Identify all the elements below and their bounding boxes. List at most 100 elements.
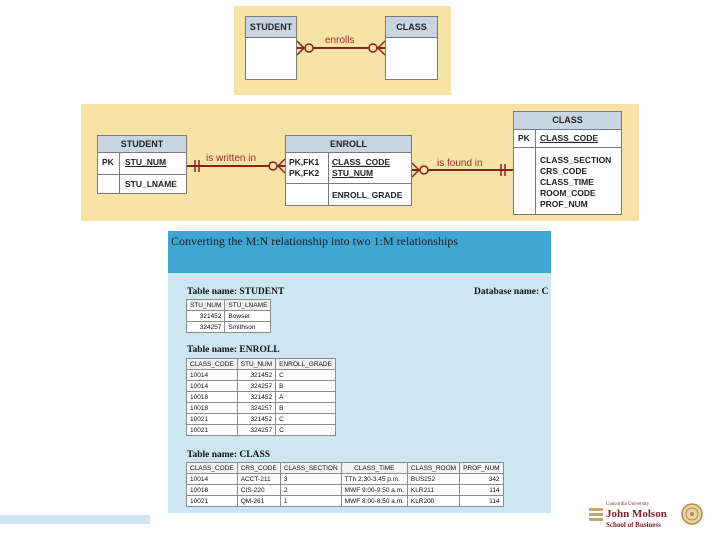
student-table-label: Table name: STUDENT (187, 287, 285, 297)
panel-title: Converting the M:N relationship into two… (171, 234, 458, 248)
column-header: CLASS_CODE (186, 358, 238, 370)
logo-line-name: John Molson (606, 508, 667, 520)
table-row: 321452 Bowser (185, 310, 272, 322)
table-row: 10014 324257 B (186, 380, 336, 392)
cell: 10014 (186, 473, 238, 485)
entity-title: ENROLL (286, 136, 411, 153)
cell: 10018 (186, 391, 238, 403)
attr-stu-num: STU_NUM (332, 168, 374, 178)
table-row: 10021 321452 C (186, 413, 336, 425)
database-name: Database name: C (474, 287, 549, 297)
entity-class: CLASS PK CLASS_CODE CLASS_SECTION CRS_CO… (513, 111, 622, 215)
table-row: 10018 CIS-220 2 MWF 9:00-9:50 a.m. KLR21… (186, 484, 504, 496)
cell: KLR211 (406, 484, 461, 496)
cell: 321452 (185, 310, 226, 322)
cell: C (275, 369, 336, 381)
cell: 324257 (236, 402, 277, 414)
logo-mark-icon (589, 508, 603, 521)
attr-class-code: CLASS_CODE (332, 157, 391, 167)
relationship-line-right (412, 162, 513, 178)
table-row: 10014 ACCT-211 3 TTh 2:30-3:45 p.m. BUS2… (186, 473, 504, 485)
relationship-label-is-written-in: is written in (206, 153, 257, 164)
pk-fk1-label: PK,FK1 (289, 157, 320, 167)
entity-class-top: CLASS (385, 16, 438, 80)
school-logo: Concordia University John Molson School … (588, 500, 714, 536)
column-header: STU_NUM (185, 299, 226, 311)
cell: Smithson (224, 321, 272, 333)
cell: C (275, 413, 336, 425)
cell: 324257 (236, 380, 277, 392)
cell: MWF 8:00-8:50 a.m. (340, 495, 408, 507)
cell: BUS252 (406, 473, 461, 485)
table-row: 10018 324257 B (186, 402, 336, 414)
cell: 10014 (186, 380, 238, 392)
pk-label: PK (102, 157, 114, 167)
cell: KLR200 (406, 495, 461, 507)
decorative-strip (0, 515, 150, 524)
class-table-label: Table name: CLASS (187, 450, 271, 460)
table-row: 10018 321452 A (186, 391, 336, 403)
cell: 10018 (186, 484, 238, 496)
relationship-line-top (297, 40, 385, 56)
cell: 10021 (186, 413, 238, 425)
cell: 114 (459, 484, 504, 496)
pk-label: PK (518, 133, 530, 143)
divider (514, 147, 621, 148)
entity-title: CLASS (514, 112, 621, 130)
pk-fk2-label: PK,FK2 (289, 168, 320, 178)
column-header: ENROLL_GRADE (275, 358, 336, 370)
table-row: 10021 QM-261 1 MWF 8:00-8:50 a.m. KLR200… (186, 495, 504, 507)
seal-icon (681, 503, 703, 525)
cell: C (275, 424, 336, 436)
relationship-label-is-found-in: is found in (437, 158, 483, 169)
cell: 1 (279, 495, 342, 507)
entity-student: STUDENT PK STU_NUM STU_LNAME (97, 135, 187, 194)
cell: 10018 (186, 402, 238, 414)
attr-stu-num: STU_NUM (125, 157, 167, 167)
cell: 114 (459, 495, 504, 507)
divider (535, 129, 536, 215)
database-tables-panel: Converting the M:N relationship into two… (168, 231, 551, 513)
attr-prof-num: PROF_NUM (540, 199, 588, 209)
enroll-table: CLASS_CODE STU_NUM ENROLL_GRADE 10014 32… (186, 358, 336, 436)
class-table: CLASS_CODE CRS_CODE CLASS_SECTION CLASS_… (186, 462, 504, 507)
attr-class-section: CLASS_SECTION (540, 155, 612, 165)
cell: QM-261 (236, 495, 281, 507)
relationship-label-enrolls: enrolls (325, 35, 355, 46)
cell: 321452 (236, 413, 277, 425)
cell: 10021 (186, 495, 238, 507)
column-header: STU_LNAME (224, 299, 272, 311)
cell: B (275, 402, 336, 414)
divider (98, 174, 186, 175)
column-header: CLASS_TIME (340, 462, 408, 474)
divider (119, 152, 120, 194)
entity-student-top: STUDENT (245, 16, 297, 80)
attr-class-time: CLASS_TIME (540, 177, 594, 187)
column-header: PROF_NUM (459, 462, 504, 474)
cell: B (275, 380, 336, 392)
cell: TTh 2:30-3:45 p.m. (340, 473, 408, 485)
cell: CIS-220 (236, 484, 281, 496)
column-header: CLASS_ROOM (406, 462, 461, 474)
logo-line-school: School of Business (606, 521, 661, 529)
attr-stu-lname: STU_LNAME (125, 179, 177, 189)
cell: 324257 (185, 321, 226, 333)
column-header: CRS_CODE (236, 462, 281, 474)
cell: A (275, 391, 336, 403)
column-header: CLASS_CODE (186, 462, 238, 474)
cell: 2 (279, 484, 342, 496)
entity-title: STUDENT (246, 17, 296, 38)
divider (328, 152, 329, 206)
logo-line-university: Concordia University (606, 502, 650, 507)
relationship-line-left (187, 158, 285, 174)
cell: Bowser (224, 310, 272, 322)
table-row: 10014 321452 C (186, 369, 336, 381)
cell: 324257 (236, 424, 277, 436)
student-table: STU_NUM STU_LNAME 321452 Bowser 324257 S… (185, 299, 272, 333)
divider (286, 183, 411, 184)
entity-title: CLASS (386, 17, 437, 38)
cell: 321452 (236, 369, 277, 381)
entity-title: STUDENT (98, 136, 186, 153)
table-row: 10021 324257 C (186, 424, 336, 436)
attr-room-code: ROOM_CODE (540, 188, 596, 198)
